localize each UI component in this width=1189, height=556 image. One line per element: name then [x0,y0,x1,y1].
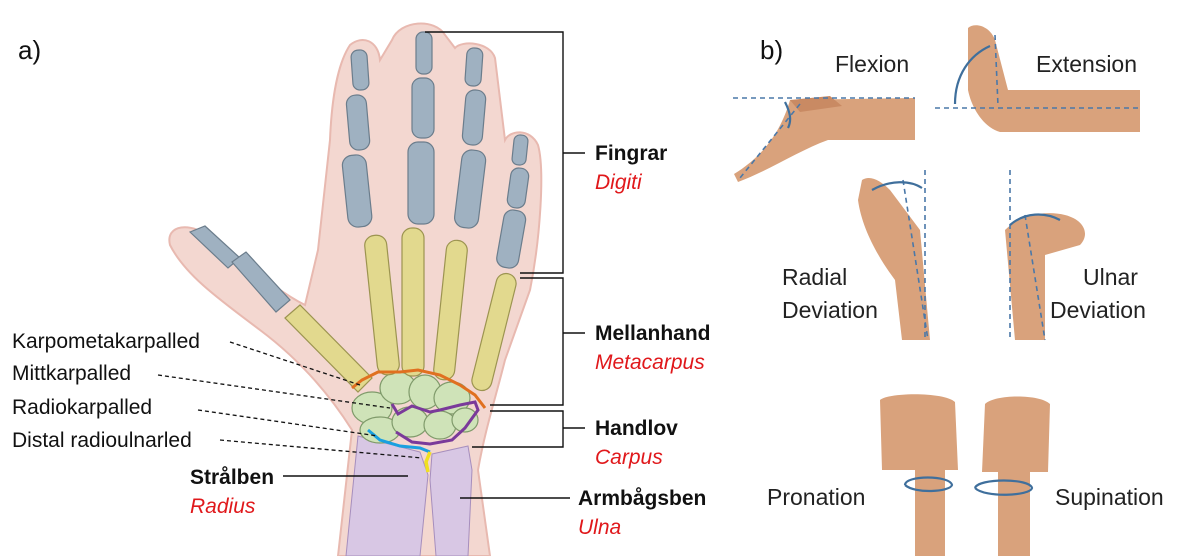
radius-bone [346,436,428,556]
metacarpus-latin-label: Metacarpus [595,351,705,374]
extension-label: Extension [1036,51,1137,77]
carpometacarpal-joint-label: Karpometakarpalled [12,330,200,353]
pronation-illustration [880,394,958,556]
ulna-latin-label: Ulna [578,516,621,539]
ulnar-deviation-label-line2: Deviation [1050,297,1146,323]
radial-deviation-label-line2: Deviation [782,297,878,323]
carpus-label: Handlov [595,417,678,440]
supination-illustration [975,397,1050,556]
fingers-latin-label: Digiti [595,171,643,194]
panel-a: a) [12,24,711,556]
radial-deviation-label-line1: Radial [782,264,847,290]
radius-label: Strålben [190,466,274,489]
panel-b: b) [733,25,1164,556]
supination-label: Supination [1055,484,1164,510]
extension-illustration [935,25,1140,132]
ulnar-deviation-label-line1: Ulnar [1083,264,1138,290]
distal-radioulnar-joint-label: Distal radioulnarled [12,429,192,452]
radiocarpal-joint-label: Radiokarpalled [12,396,152,419]
pronation-label: Pronation [767,484,865,510]
ulna-label: Armbågsben [578,487,706,510]
flexion-label: Flexion [835,51,909,77]
panel-b-label: b) [760,35,783,65]
midcarpal-joint-label: Mittkarpalled [12,362,131,385]
panel-a-label: a) [18,35,41,65]
metacarpus-label: Mellanhand [595,322,711,345]
carpus-latin-label: Carpus [595,446,663,469]
fingers-label: Fingrar [595,142,667,165]
radius-latin-label: Radius [190,495,256,518]
flexion-illustration [733,96,915,182]
ulna-bone [430,446,472,556]
